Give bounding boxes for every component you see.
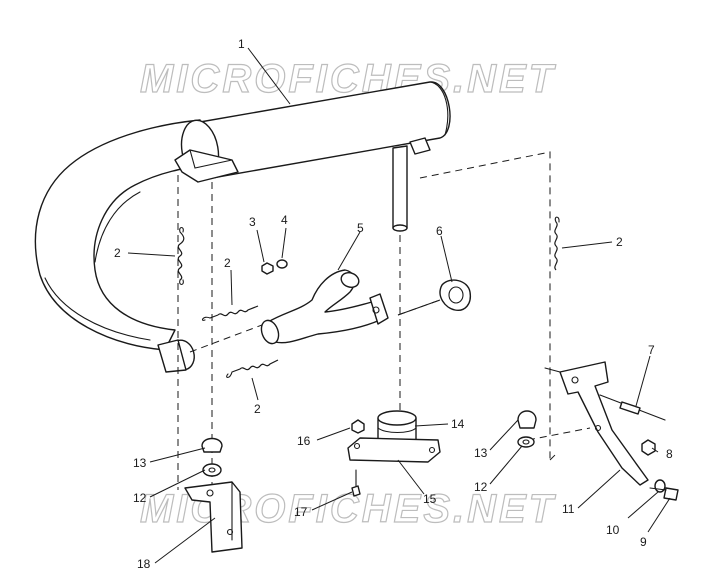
gasket-6 (397, 279, 472, 316)
callout-7: 7 (648, 343, 655, 357)
callout-2-right: 2 (616, 235, 623, 249)
callout-18: 18 (137, 557, 151, 571)
callout-1: 1 (238, 37, 245, 51)
bracket-18 (184, 481, 243, 553)
spring-left-vertical (177, 226, 185, 286)
watermark-top: MICROFICHES.NET (140, 57, 557, 101)
callout-13-left: 13 (133, 456, 147, 470)
callout-9: 9 (640, 535, 647, 549)
nut-8 (641, 439, 656, 456)
spring-right-vertical (554, 216, 560, 271)
spring-center-upper (201, 305, 259, 321)
callout-12-right: 12 (474, 480, 488, 494)
washer-12-right (517, 436, 535, 448)
callout-17: 17 (294, 505, 308, 519)
muffler-expansion-chamber (34, 81, 451, 373)
washer-12-left (202, 463, 222, 477)
spring-center-lower (226, 359, 279, 379)
callout-10: 10 (606, 523, 620, 537)
callout-6: 6 (436, 224, 443, 238)
mount-plate-15 (347, 437, 441, 463)
washer-4 (276, 259, 288, 269)
nut-3 (261, 262, 274, 275)
callout-4: 4 (281, 213, 288, 227)
bracket-11 (544, 361, 649, 486)
callout-12-left: 12 (133, 491, 147, 505)
grommet-13-right (517, 410, 537, 429)
callout-8: 8 (666, 447, 673, 461)
leader-lines (127, 47, 671, 564)
callout-15: 15 (423, 492, 437, 506)
callout-11: 11 (562, 502, 575, 516)
cable-7 (599, 394, 666, 421)
callouts: 1 2 2 2 2 3 4 5 6 7 8 9 10 11 12 12 13 1… (114, 37, 673, 571)
screw-17 (351, 469, 361, 497)
callout-16: 16 (297, 434, 311, 448)
bolt-9 (649, 487, 679, 501)
nut-16 (351, 419, 365, 434)
callout-3: 3 (249, 215, 256, 229)
callout-14: 14 (451, 417, 465, 431)
grommet-13-left (201, 437, 223, 453)
callout-2-left: 2 (114, 246, 121, 260)
callout-2-center-lower: 2 (254, 402, 261, 416)
callout-5: 5 (357, 221, 364, 235)
y-pipe-manifold (260, 269, 389, 345)
callout-13-right: 13 (474, 446, 488, 460)
callout-2-center-upper: 2 (224, 256, 231, 270)
